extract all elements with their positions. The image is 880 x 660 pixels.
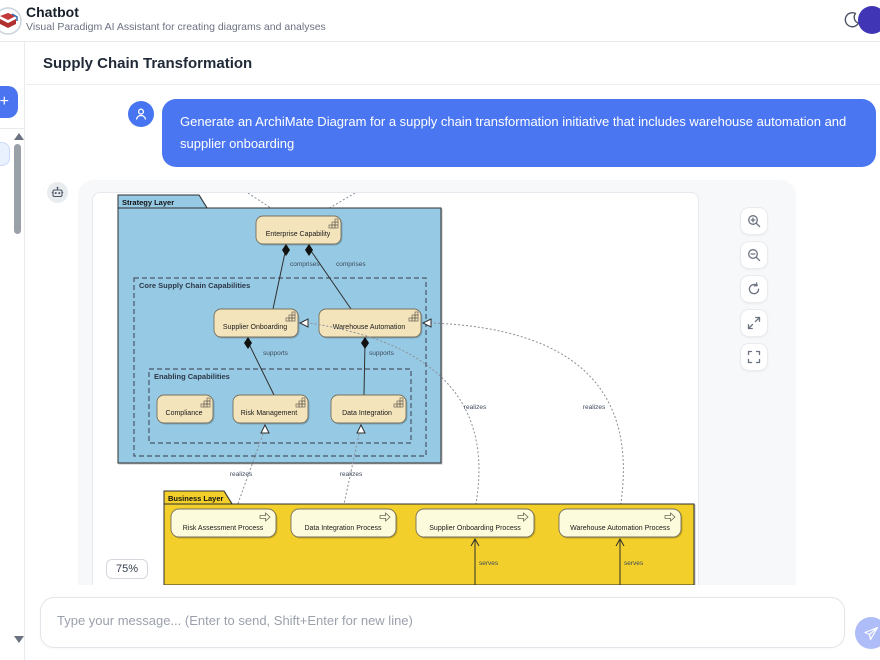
new-chat-button[interactable]: + [0, 86, 18, 118]
moon-icon [844, 11, 860, 27]
sidebar-rail: + [0, 42, 25, 660]
svg-text:Risk Management: Risk Management [241, 410, 297, 417]
svg-text:Strategy Layer: Strategy Layer [122, 198, 174, 207]
app-header: Chatbot Visual Paradigm AI Assistant for… [0, 0, 880, 42]
svg-text:supports: supports [369, 350, 395, 357]
svg-text:Warehouse Automation Process: Warehouse Automation Process [570, 525, 670, 532]
node-warehouse-automation-process: Warehouse Automation Process [558, 508, 682, 538]
conversation-titlebar: Supply Chain Transformation [26, 42, 880, 85]
diagram-viewer-toolbar [740, 207, 768, 371]
node-warehouse-automation: Warehouse Automation [318, 308, 422, 338]
node-supplier-onboarding: Supplier Onboarding [213, 308, 299, 338]
strategy-layer: Strategy Layer Core Supply Chain Capabil… [117, 194, 442, 464]
archimate-diagram-canvas[interactable]: Strategy Layer Core Supply Chain Capabil… [92, 192, 699, 645]
svg-text:Supplier Onboarding Process: Supplier Onboarding Process [429, 525, 521, 532]
node-enterprise-capability: Enterprise Capability [255, 215, 342, 245]
svg-text:comprises: comprises [290, 261, 320, 268]
archimate-diagram: Strategy Layer Core Supply Chain Capabil… [117, 193, 695, 586]
svg-text:serves: serves [479, 560, 499, 567]
node-risk-management: Risk Management [232, 394, 309, 424]
svg-text:Compliance: Compliance [166, 410, 203, 417]
group-enabling-capabilities: Enabling Capabilities [148, 368, 412, 444]
person-icon [135, 108, 147, 120]
expand-icon [747, 316, 761, 330]
svg-text:Business Layer: Business Layer [168, 494, 224, 503]
chat-history-item[interactable] [0, 142, 10, 166]
main-panel: Supply Chain Transformation Generate an … [26, 42, 880, 660]
zoom-in-icon [748, 215, 761, 228]
svg-text:comprises: comprises [336, 261, 366, 268]
node-supplier-onboarding-process: Supplier Onboarding Process [415, 508, 535, 538]
scrollbar-up-arrow[interactable] [14, 133, 24, 140]
app-title: Chatbot [26, 4, 79, 20]
user-message-avatar [128, 101, 154, 127]
node-risk-assessment-process: Risk Assessment Process [170, 508, 277, 538]
svg-text:Warehouse Automation: Warehouse Automation [333, 324, 406, 331]
business-layer: Business Layer Risk Assessment Process D… [163, 490, 695, 586]
svg-text:Supplier Onboarding: Supplier Onboarding [223, 324, 287, 331]
svg-text:Enterprise Capability: Enterprise Capability [266, 231, 331, 238]
svg-text:Enabling Capabilities: Enabling Capabilities [154, 372, 230, 381]
visual-paradigm-logo [0, 7, 22, 35]
scrollbar-thumb[interactable] [14, 144, 21, 234]
expand-button[interactable] [740, 309, 768, 337]
svg-text:Core Supply Chain Capabilities: Core Supply Chain Capabilities [139, 281, 250, 290]
svg-text:Risk Assessment Process: Risk Assessment Process [183, 525, 264, 532]
svg-text:serves: serves [624, 560, 644, 567]
svg-text:realizes: realizes [230, 471, 253, 478]
robot-icon [51, 186, 64, 198]
zoom-out-icon [748, 249, 761, 262]
svg-text:Data Integration Process: Data Integration Process [304, 525, 382, 532]
user-message-bubble: Generate an ArchiMate Diagram for a supp… [162, 99, 876, 168]
chat-area: Generate an ArchiMate Diagram for a supp… [26, 85, 880, 645]
svg-text:realizes: realizes [583, 404, 606, 411]
fullscreen-icon [747, 350, 761, 364]
app-subtitle: Visual Paradigm AI Assistant for creatin… [26, 21, 326, 33]
composer-bar [26, 585, 880, 660]
svg-text:realizes: realizes [340, 471, 363, 478]
sidebar-divider [0, 128, 25, 129]
user-profile-avatar[interactable] [858, 6, 880, 34]
svg-text:Data Integration: Data Integration [342, 410, 392, 417]
scrollbar-down-arrow[interactable] [14, 636, 24, 643]
dark-mode-toggle[interactable] [840, 9, 864, 33]
reset-view-button[interactable] [740, 275, 768, 303]
bot-message-avatar [47, 182, 68, 203]
zoom-in-button[interactable] [740, 207, 768, 235]
svg-text:realizes: realizes [464, 404, 487, 411]
bot-message-bubble: Strategy Layer Core Supply Chain Capabil… [78, 180, 796, 645]
fullscreen-button[interactable] [740, 343, 768, 371]
send-button[interactable] [855, 617, 880, 649]
node-data-integration-process: Data Integration Process [290, 508, 397, 538]
zoom-level-badge: 75% [106, 559, 149, 579]
send-icon [863, 626, 878, 640]
reset-icon [748, 282, 760, 295]
node-compliance: Compliance [156, 394, 214, 424]
page-title: Supply Chain Transformation [43, 54, 253, 72]
zoom-out-button[interactable] [740, 241, 768, 269]
message-input[interactable] [40, 597, 845, 648]
node-data-integration: Data Integration [330, 394, 407, 424]
svg-text:supports: supports [263, 350, 289, 357]
